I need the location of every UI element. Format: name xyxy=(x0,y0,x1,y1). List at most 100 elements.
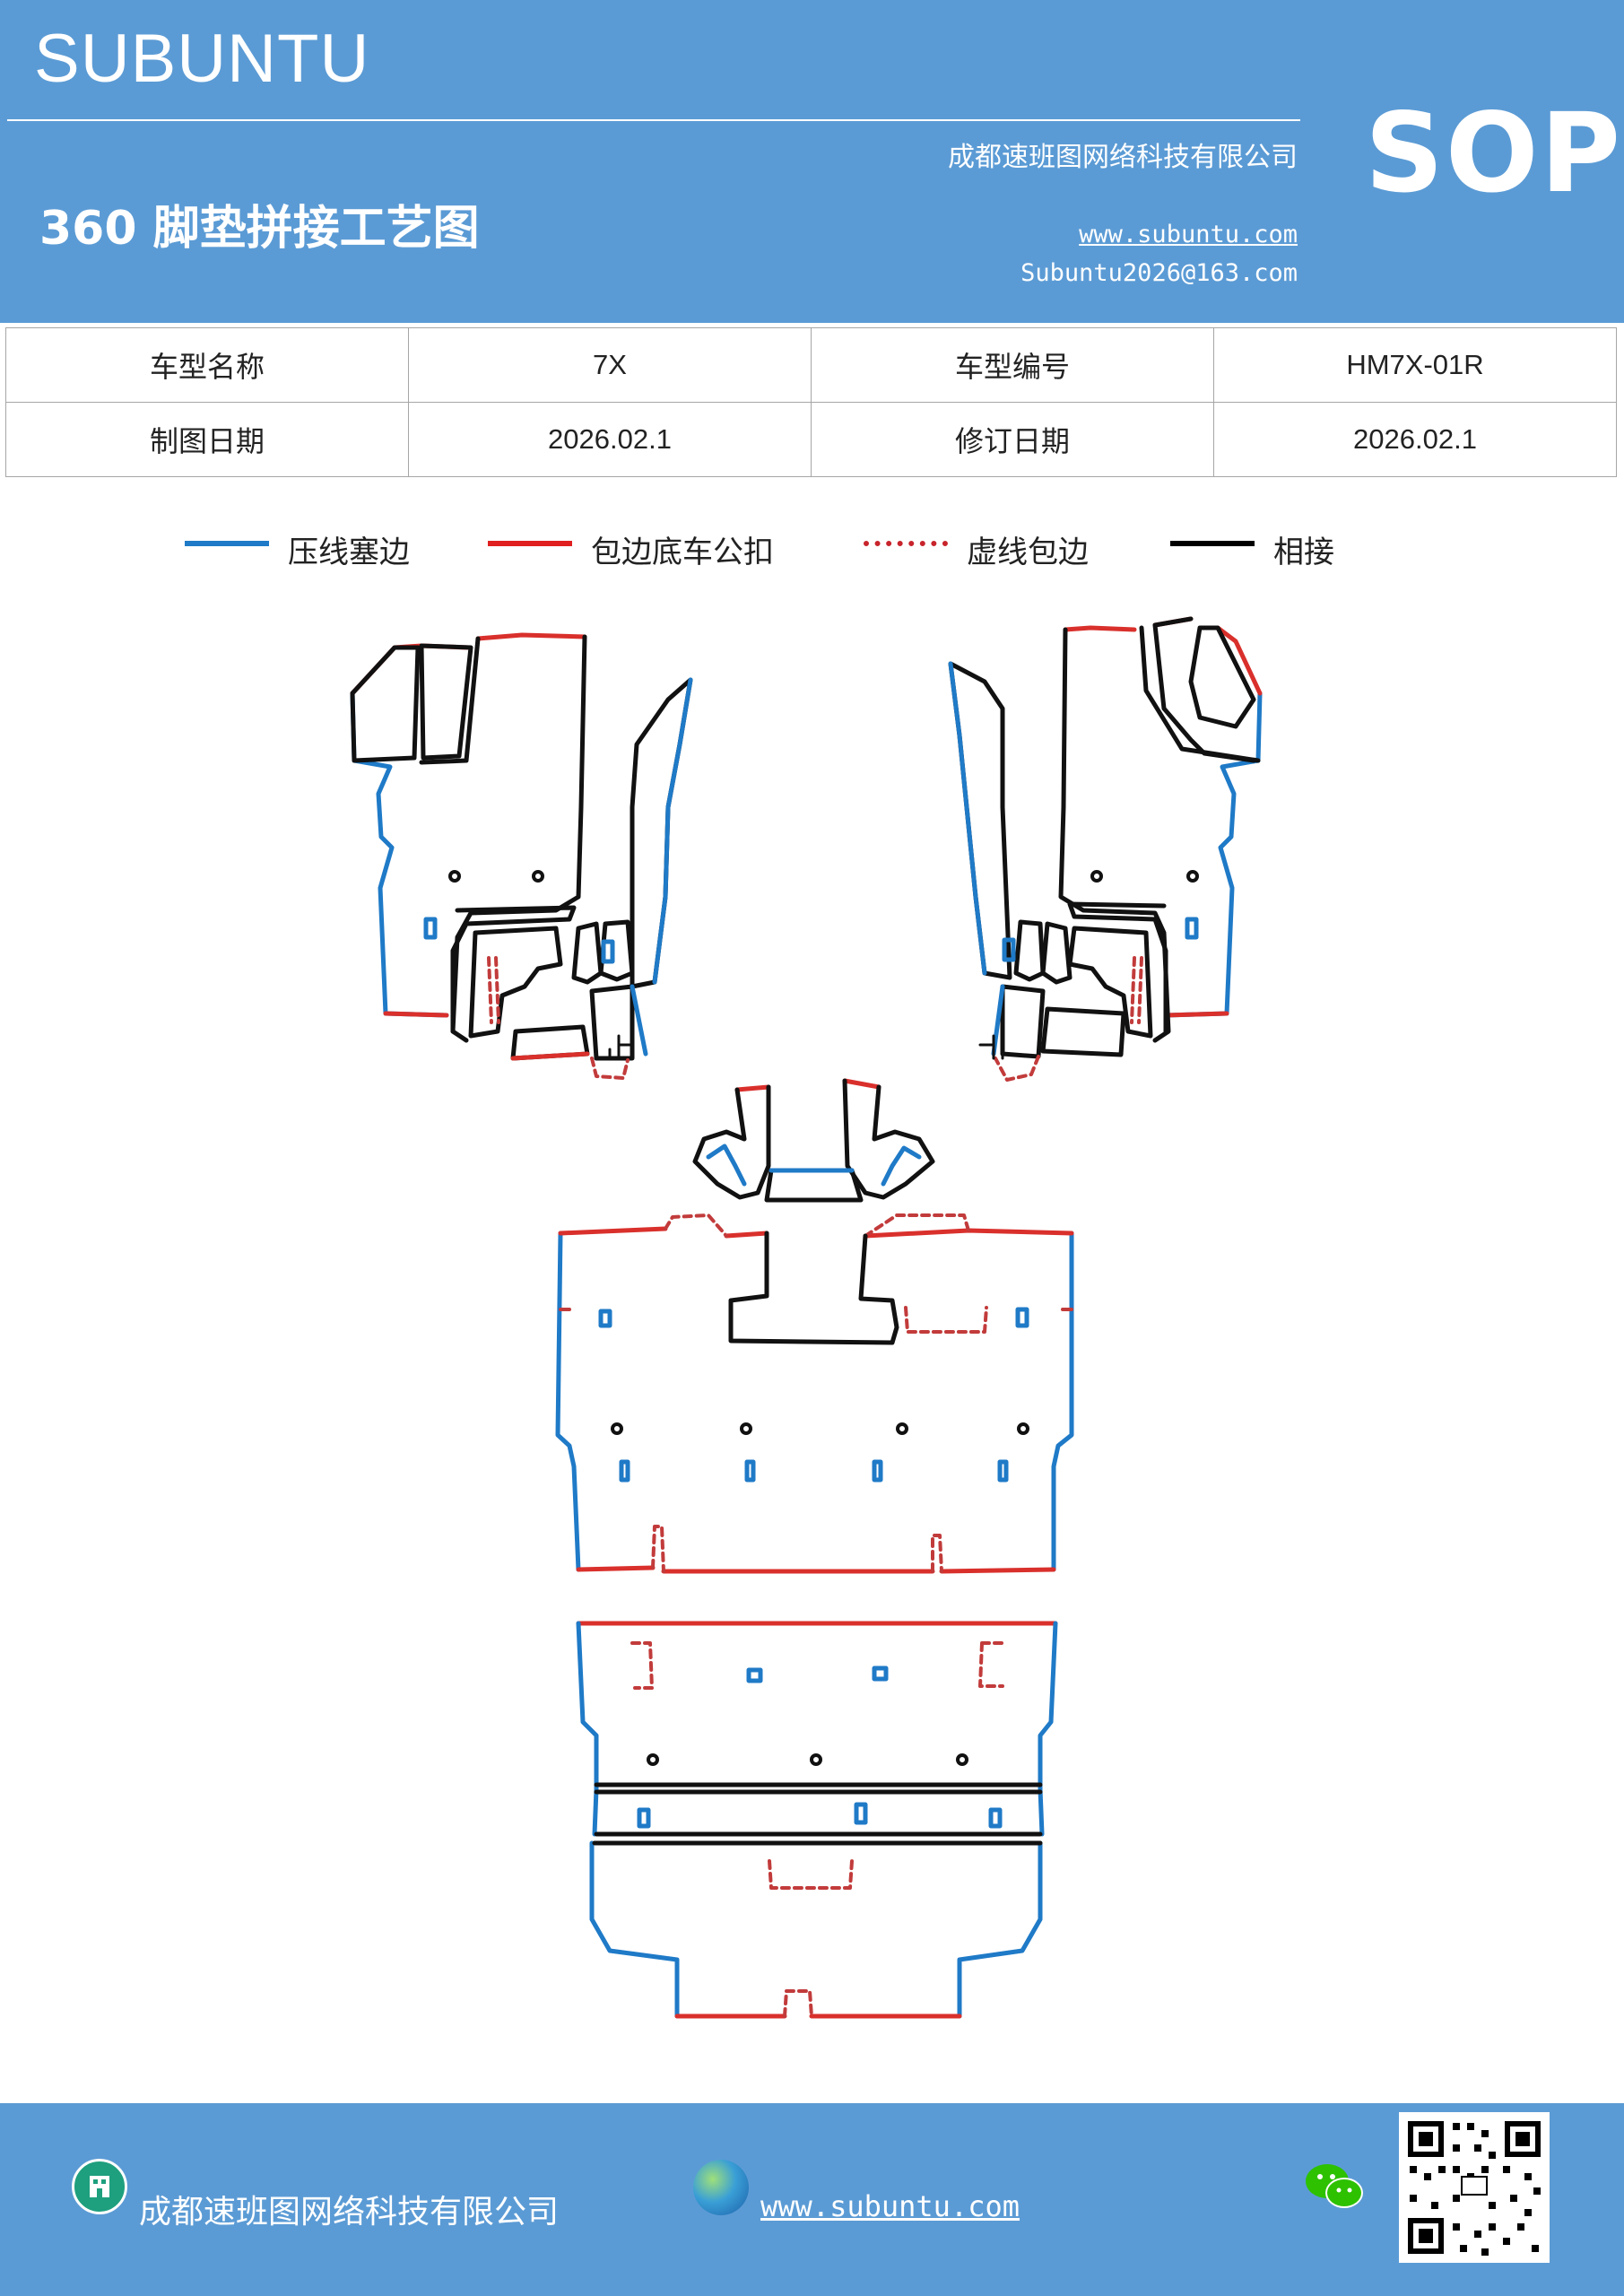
trunk-mat-dashed-notch xyxy=(783,1989,813,2018)
trunk-mat-blue-right xyxy=(957,1621,1058,2019)
left-mat-blue-slot xyxy=(423,917,438,940)
right-mat-blue-slot xyxy=(1185,917,1199,940)
trunk-mat-slot xyxy=(637,1807,651,1829)
middle-mat-hole xyxy=(611,1422,623,1435)
trunk-mat-slot xyxy=(872,1665,889,1682)
right-mat-inner-b xyxy=(1067,926,1153,1039)
middle-mat-hole xyxy=(1017,1422,1029,1435)
left-mat-blue-edge xyxy=(350,691,449,1018)
right-mat-inner-d xyxy=(1013,919,1046,982)
tunnel-blue-left xyxy=(706,1144,747,1187)
header-company: 成都速班图网络科技有限公司 xyxy=(948,142,1298,173)
trunk-mat-blue-left xyxy=(576,1621,680,2019)
tunnel-blue-right xyxy=(881,1145,922,1187)
model-code-value: HM7X-01R xyxy=(1213,327,1617,403)
header-banner: SUBUNTU 成都速班图网络科技有限公司 SOP 360 脚垫拼接工艺图 ww… xyxy=(0,0,1624,323)
right-mat-inner-e xyxy=(1000,984,1046,1059)
page-title: 360 脚垫拼接工艺图 xyxy=(39,202,480,256)
footer-company: 成都速班图网络科技有限公司 xyxy=(139,2194,560,2231)
middle-mat-slot xyxy=(997,1459,1009,1483)
legend-label: 虚线包边 xyxy=(967,535,1089,570)
legend-swatch-blue xyxy=(185,541,269,546)
left-mat-inner-a xyxy=(450,905,577,1034)
brand-logo: SUBUNTU xyxy=(34,21,370,97)
footer-banner: 成都速班图网络科技有限公司 www.subuntu.com xyxy=(0,2103,1624,2296)
tunnel-red-top xyxy=(734,1078,881,1092)
trunk-mat-hole xyxy=(956,1753,968,1766)
table-row: 车型名称 7X 车型编号 HM7X-01R xyxy=(5,327,1617,403)
trunk-mat-seam-2 xyxy=(592,1831,1043,1846)
building-icon xyxy=(72,2159,127,2214)
middle-mat-slot xyxy=(744,1459,756,1483)
middle-mat-hole xyxy=(896,1422,908,1435)
right-mat-panel-1 xyxy=(1188,625,1256,729)
left-mat-inner-d xyxy=(598,919,635,982)
table-row: 制图日期 2026.02.1 修订日期 2026.02.1 xyxy=(5,402,1617,477)
header-email[interactable]: Subuntu2026@163.com xyxy=(1020,259,1298,287)
legend-label: 包边底车公扣 xyxy=(591,535,774,570)
middle-mat-slot xyxy=(619,1459,630,1483)
vehicle-info-table: 车型名称 7X 车型编号 HM7X-01R 制图日期 2026.02.1 修订日… xyxy=(5,327,1617,477)
middle-mat-cutout xyxy=(728,1231,899,1345)
revision-date-label: 修订日期 xyxy=(811,402,1214,477)
center-tunnel-piece xyxy=(692,1078,935,1203)
right-mat-dashed-1 xyxy=(1130,956,1143,1024)
wechat-icon[interactable] xyxy=(1303,2159,1366,2214)
model-name-label: 车型名称 xyxy=(5,327,409,403)
left-mat-blue-slot-2 xyxy=(601,939,615,964)
trunk-mat xyxy=(576,1621,1058,2019)
legend-label: 相接 xyxy=(1273,535,1334,570)
right-mat-hole xyxy=(1090,870,1103,883)
middle-mat-slot xyxy=(598,1309,612,1328)
left-mat-panel-1 xyxy=(350,645,421,763)
left-mat-mark xyxy=(608,1034,634,1060)
left-mat-inner-e xyxy=(589,984,635,1061)
right-mat-panel-3 xyxy=(1139,625,1261,763)
left-mat-hole xyxy=(448,870,461,883)
left-mat-inner-c xyxy=(571,921,604,985)
trunk-mat-slot xyxy=(988,1807,1003,1829)
draw-date-label: 制图日期 xyxy=(5,402,409,477)
middle-mat-slot xyxy=(872,1459,883,1483)
middle-mat-dashed-top xyxy=(664,1213,970,1238)
right-mat-blue-slot-2 xyxy=(1002,937,1016,962)
legend: 压线塞边 包边底车公扣 虚线包边 相接 xyxy=(0,527,1624,572)
floor-mat-diagram xyxy=(350,616,1263,2019)
right-mat-inner-c xyxy=(1040,921,1073,985)
middle-mat-slot xyxy=(1015,1307,1029,1328)
model-name-value: 7X xyxy=(408,327,812,403)
left-mat-red-bottom-2 xyxy=(510,1051,590,1061)
right-mat-panel-2 xyxy=(1152,616,1256,763)
right-mat-dashed-2 xyxy=(994,1055,1040,1082)
right-mat-inner-a xyxy=(1067,901,1168,1034)
model-code-label: 车型编号 xyxy=(811,327,1214,403)
middle-rear-mat xyxy=(555,1213,1074,1574)
legend-swatch-red xyxy=(488,541,572,546)
trunk-mat-seam-1 xyxy=(594,1782,1043,1795)
tunnel-left-arm xyxy=(692,1084,771,1200)
right-mat-hole xyxy=(1186,870,1199,883)
legend-label: 压线塞边 xyxy=(288,535,410,570)
left-mat-red-bottom xyxy=(383,1011,449,1018)
trunk-mat-dashed-bracket xyxy=(630,1641,1004,1690)
right-mat-pillar-blue xyxy=(948,661,987,976)
legend-swatch-black xyxy=(1170,541,1255,546)
footer-website-link[interactable]: www.subuntu.com xyxy=(760,2189,1020,2223)
left-mat-dashed-1 xyxy=(487,956,500,1024)
header-divider xyxy=(7,119,1300,121)
qr-code[interactable] xyxy=(1399,2112,1550,2263)
middle-mat-red-top xyxy=(558,1226,1074,1239)
middle-mat-blue-edge xyxy=(555,1231,1074,1572)
right-mat-blue-edge xyxy=(1163,691,1263,1018)
right-mat-red-bottom xyxy=(1163,1011,1229,1018)
trunk-mat-dashed-box xyxy=(768,1859,854,1890)
right-mat-mark xyxy=(978,1034,1004,1060)
header-website-link[interactable]: www.subuntu.com xyxy=(1079,221,1298,248)
left-mat-pillar-blue xyxy=(652,677,693,985)
tunnel-center xyxy=(764,1168,864,1203)
trunk-mat-slot xyxy=(854,1802,868,1825)
right-mat-inner-f xyxy=(1040,1006,1126,1057)
middle-mat-dashed-bottom xyxy=(651,1525,943,1573)
tunnel-right-arm xyxy=(842,1078,935,1200)
left-mat-dashed-2 xyxy=(590,1057,630,1080)
